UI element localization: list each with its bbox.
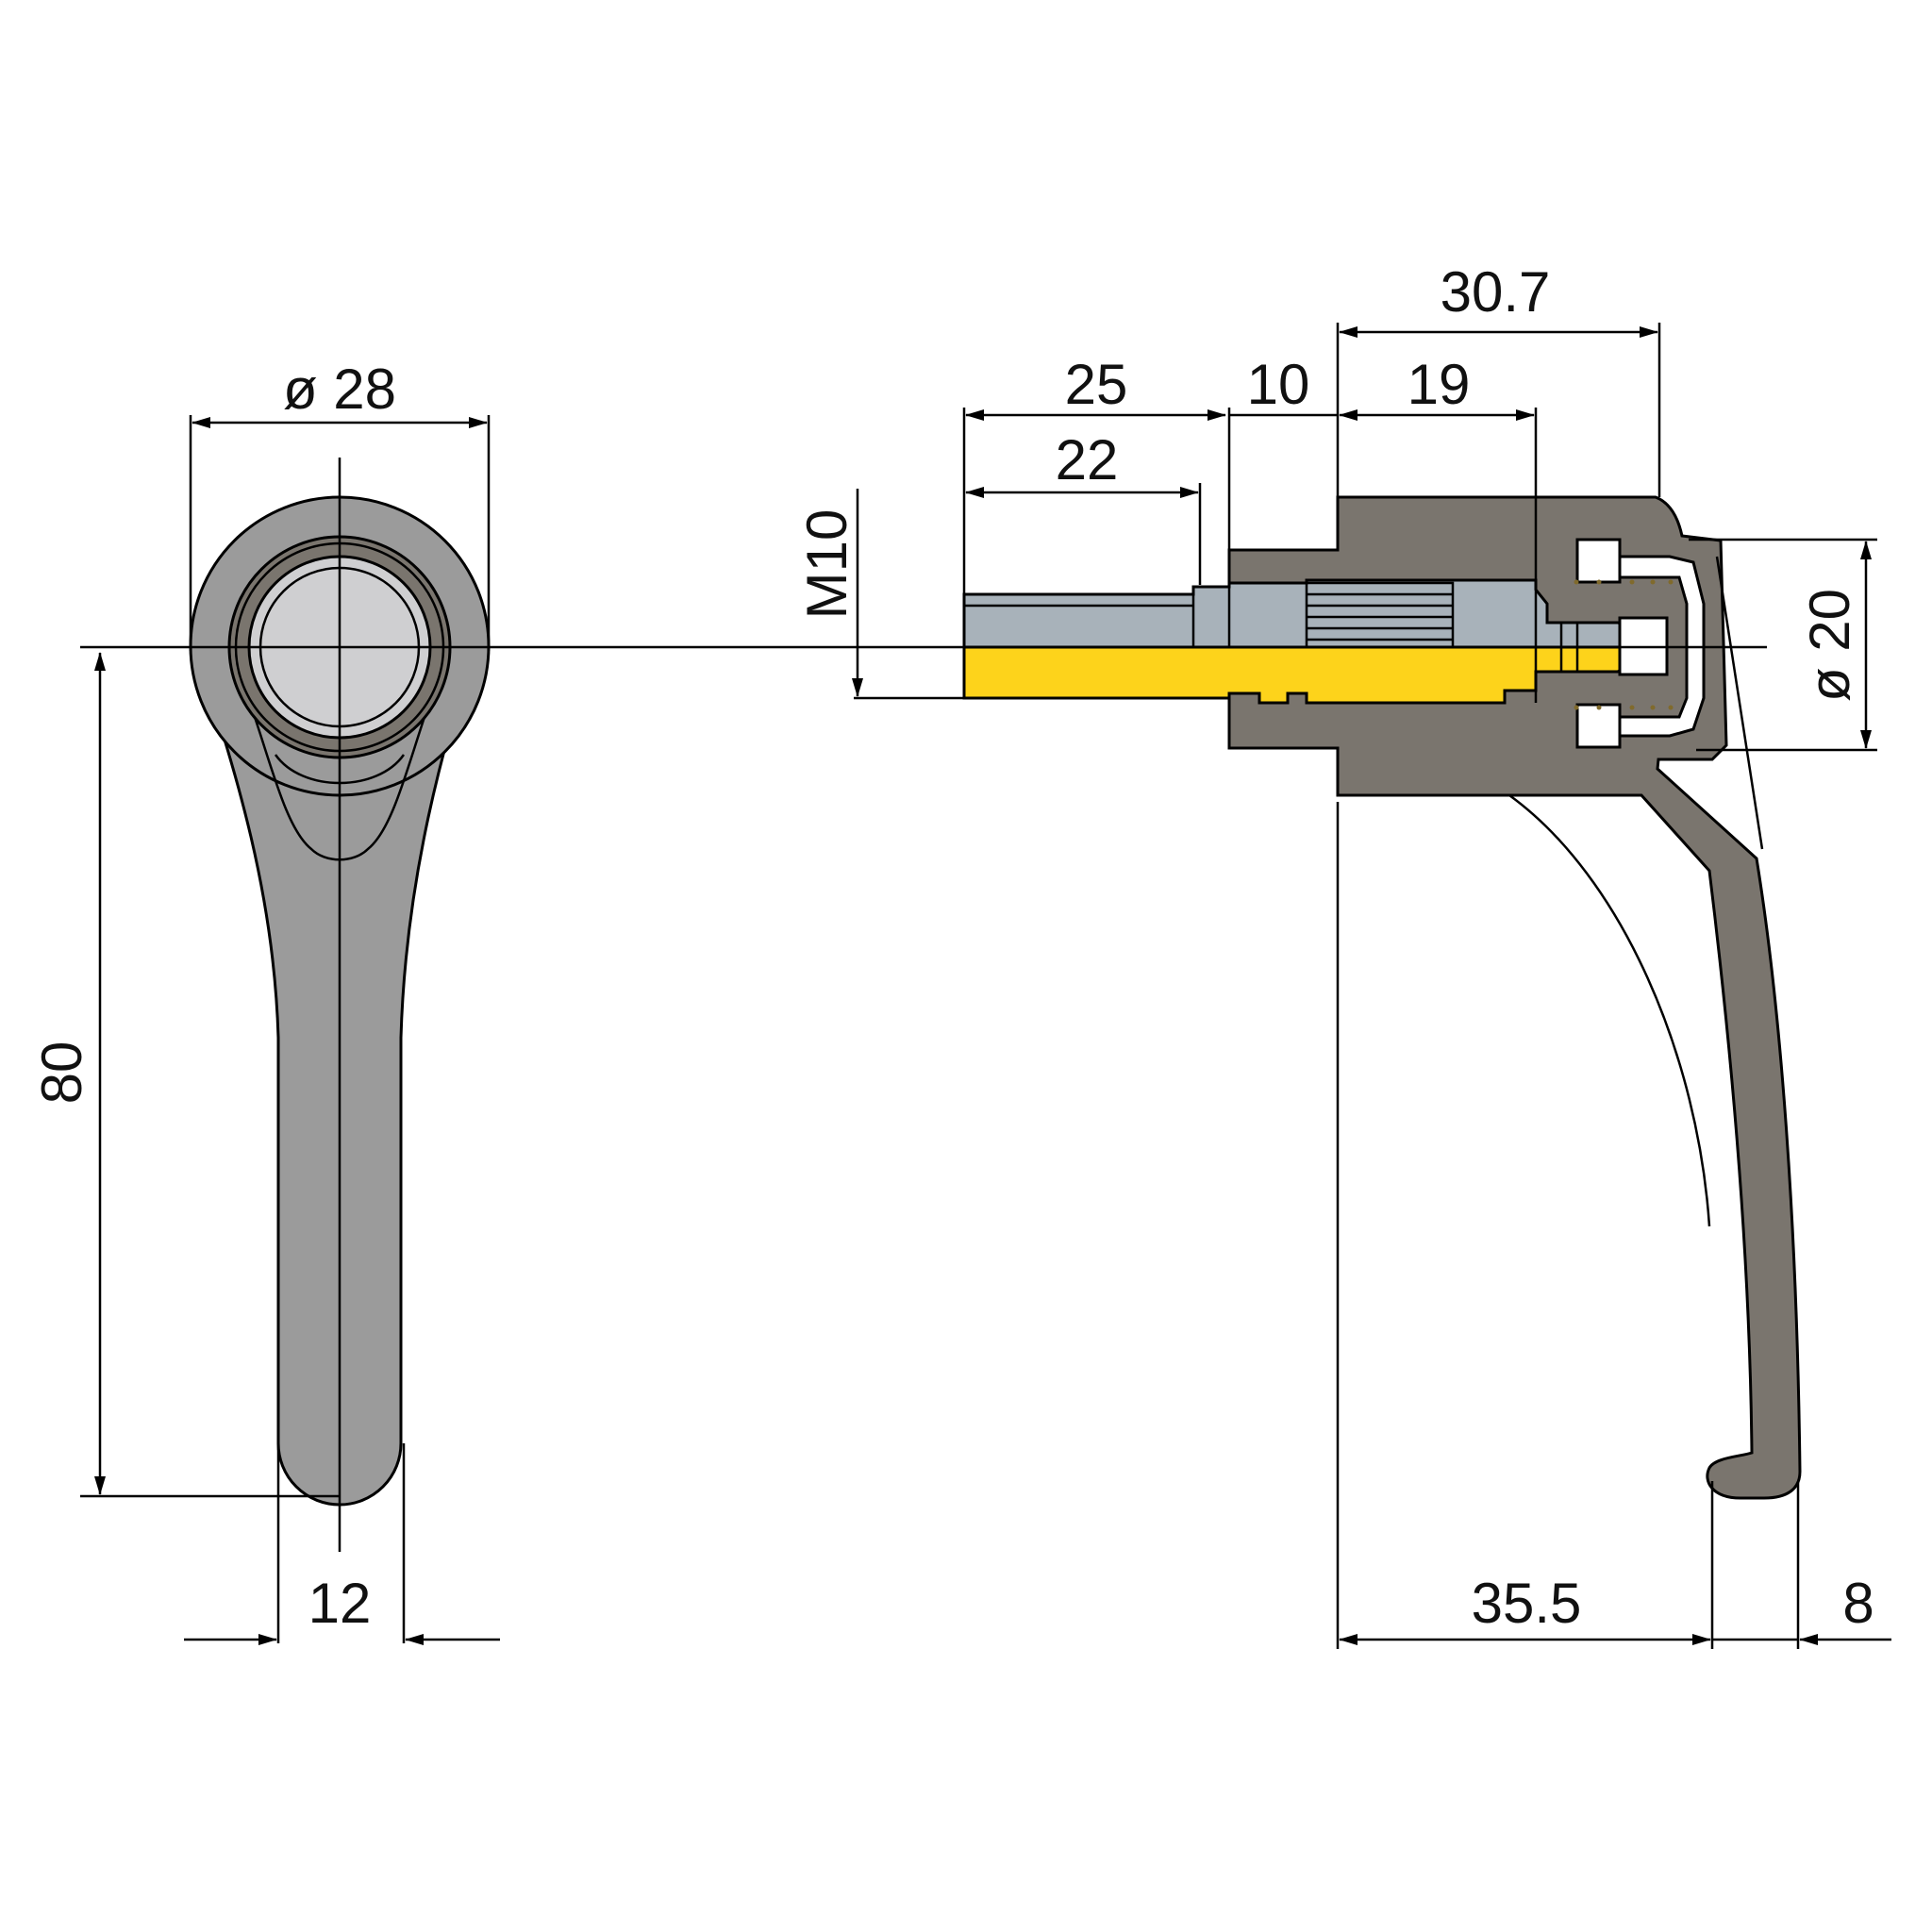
dim-width-label: 12 [308, 1572, 372, 1635]
dim-8-label: 8 [1842, 1572, 1874, 1635]
dim-diameter-20-label: ø 20 [1798, 589, 1861, 702]
cap-pocket-bottom [1575, 703, 1622, 749]
dim-diameter-label: ø 28 [283, 358, 396, 421]
dim-thread-label: M10 [795, 509, 858, 620]
side-view: M10 25 22 10 19 30.7 ø 20 35.5 [132, 260, 1891, 1649]
spring-dots [1574, 579, 1674, 710]
dim-height-label: 80 [30, 1041, 93, 1105]
cap-chamfer-line [1715, 556, 1764, 850]
cap-pocket-top [1575, 538, 1622, 584]
lever-inner-arc [1508, 793, 1711, 1227]
front-view: ø 28 80 12 [30, 358, 500, 1645]
dim-19-label: 19 [1407, 353, 1471, 416]
dim-30-7-label: 30.7 [1441, 260, 1551, 324]
dim-35-5-label: 35.5 [1472, 1572, 1582, 1635]
dim-22-label: 22 [1056, 428, 1119, 491]
handle-body-section [1227, 495, 1802, 1500]
lever-arm-front [191, 640, 479, 1507]
dim-10-label: 10 [1247, 353, 1310, 416]
dim-25-label: 25 [1065, 353, 1128, 416]
